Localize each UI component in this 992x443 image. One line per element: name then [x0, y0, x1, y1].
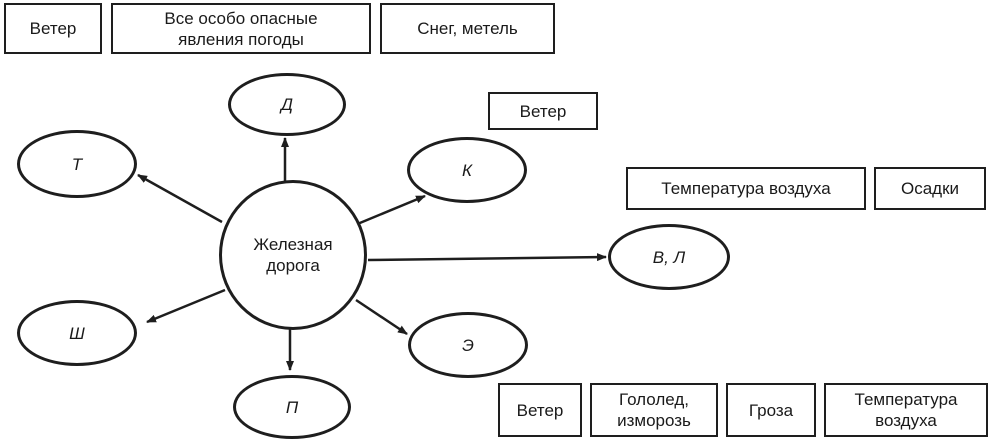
node-sh-label: Ш [69, 323, 85, 343]
right-box-temperature: Температура воздуха [626, 167, 866, 210]
right-box-temperature-label: Температура воздуха [661, 179, 831, 198]
bottom-box-storm-label: Гроза [748, 400, 794, 420]
right-box-precipitation-label: Осадки [900, 179, 960, 198]
arrow-to-e [355, 298, 408, 336]
node-d: Д [228, 73, 346, 136]
bottom-box-temperature-label: Температура воздуха [854, 390, 958, 430]
bottom-box-ice: Гололед, изморозь [590, 383, 718, 437]
top-box-dangerous-weather: Все особо опасные явления погоды [111, 3, 371, 54]
bottom-box-wind: Ветер [498, 383, 582, 437]
node-t-label: Т [71, 154, 83, 174]
arrow-to-k [354, 194, 426, 227]
node-p-label: П [285, 397, 299, 417]
node-d-label: Д [281, 95, 293, 114]
bottom-box-wind-label: Ветер [516, 400, 564, 420]
bottom-box-ice-label: Гололед, изморозь [617, 390, 691, 430]
node-p: П [233, 375, 351, 439]
top-box-wind: Ветер [4, 3, 102, 54]
arrow-to-t [137, 173, 223, 224]
arrow-to-sh [146, 288, 226, 324]
node-k: К [407, 137, 527, 203]
center-node-railway: Железная дорога [219, 180, 367, 330]
right-box-precipitation: Осадки [874, 167, 986, 210]
arrow-to-vl [367, 253, 607, 262]
node-e: Э [408, 312, 528, 378]
center-node-label: Железная дорога [253, 235, 333, 275]
top-box-snow: Снег, метель [380, 3, 555, 54]
bottom-box-storm: Гроза [726, 383, 816, 437]
node-t: Т [17, 130, 137, 198]
node-vl: В, Л [608, 224, 730, 290]
bottom-box-temperature: Температура воздуха [824, 383, 988, 437]
top-box-wind-label: Ветер [29, 19, 77, 38]
node-sh: Ш [17, 300, 137, 366]
node-k-label: К [461, 160, 473, 180]
right-box-wind: Ветер [488, 92, 598, 130]
top-box-dangerous-weather-label: Все особо опасные явления погоды [164, 8, 318, 49]
node-vl-label: В, Л [652, 247, 686, 267]
right-box-wind-label: Ветер [519, 101, 567, 121]
node-e-label: Э [462, 335, 474, 355]
top-box-snow-label: Снег, метель [417, 19, 518, 38]
